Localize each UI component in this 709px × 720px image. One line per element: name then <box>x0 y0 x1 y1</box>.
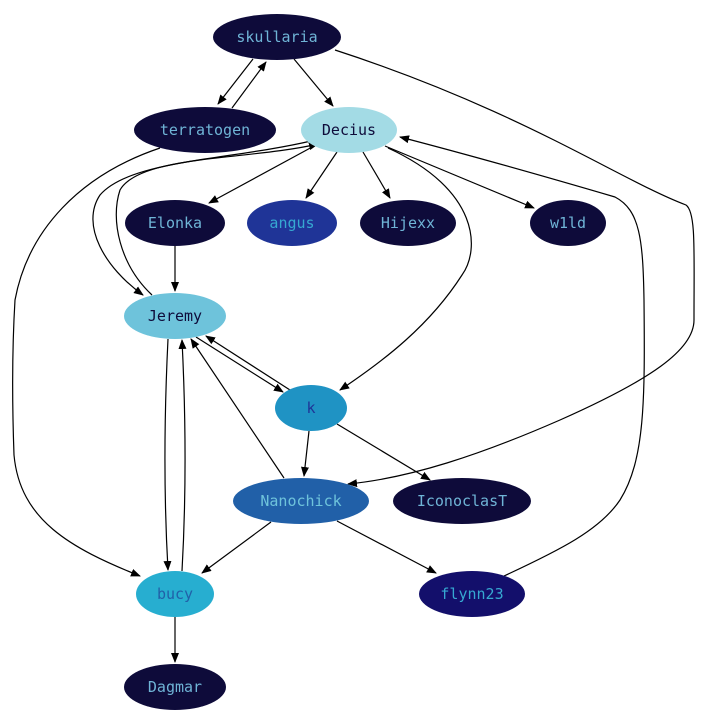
node-label: IconoclasT <box>417 492 507 510</box>
edge-decius-to-hijexx <box>362 151 391 199</box>
node-angus[interactable]: angus <box>247 200 337 246</box>
node-label: skullaria <box>236 28 317 46</box>
node-elonka[interactable]: Elonka <box>125 200 225 246</box>
edge-decius-to-w1ld <box>384 145 535 209</box>
node-shape <box>125 200 225 246</box>
node-terratogen[interactable]: terratogen <box>134 107 276 153</box>
node-shape <box>530 200 606 246</box>
edge-nanochick-to-bucy <box>201 521 272 574</box>
node-decius[interactable]: Decius <box>301 107 397 153</box>
node-label: Dagmar <box>148 678 202 696</box>
node-iconoclast[interactable]: IconoclasT <box>393 478 531 524</box>
edge-jeremy-to-bucy <box>163 338 172 571</box>
edge-jeremy-to-decius <box>115 142 319 296</box>
node-flynn23[interactable]: flynn23 <box>419 571 525 617</box>
node-shape <box>419 571 525 617</box>
edge-decius-to-angus <box>305 151 338 199</box>
edge-skullaria-to-terratogen <box>217 58 254 105</box>
node-label: Decius <box>322 121 376 139</box>
node-label: Elonka <box>148 214 202 232</box>
node-label: Nanochick <box>260 492 341 510</box>
edge-k-to-iconoclast <box>336 423 431 481</box>
node-shape <box>360 200 456 246</box>
node-jeremy[interactable]: Jeremy <box>124 293 226 339</box>
node-label: flynn23 <box>440 585 503 603</box>
node-shape <box>134 107 276 153</box>
edge-k-to-nanochick <box>301 430 310 477</box>
node-shape <box>301 107 397 153</box>
node-shape <box>275 385 347 431</box>
node-shape <box>247 200 337 246</box>
node-bucy[interactable]: bucy <box>136 571 214 617</box>
node-label: terratogen <box>160 121 250 139</box>
node-label: Jeremy <box>148 307 202 325</box>
edge-nanochick-to-flynn23 <box>336 520 437 574</box>
edge-bucy-to-jeremy <box>178 339 187 572</box>
edge-flynn23-to-decius <box>399 135 645 577</box>
node-label: angus <box>269 214 314 232</box>
node-k[interactable]: k <box>275 385 347 431</box>
node-w1ld[interactable]: w1ld <box>530 200 606 246</box>
node-skullaria[interactable]: skullaria <box>213 14 341 60</box>
edge-terratogen-to-skullaria <box>231 61 267 109</box>
edge-skullaria-to-nanochick <box>334 49 695 488</box>
node-shape <box>124 293 226 339</box>
edge-jeremy-to-k <box>195 336 284 393</box>
node-label: bucy <box>157 585 193 603</box>
node-shape <box>233 478 369 524</box>
edges-layer <box>12 49 695 663</box>
node-hijexx[interactable]: Hijexx <box>360 200 456 246</box>
node-shape <box>213 14 341 60</box>
edge-nanochick-to-jeremy <box>190 338 285 479</box>
node-label: w1ld <box>550 214 586 232</box>
node-nanochick[interactable]: Nanochick <box>233 478 369 524</box>
edge-terratogen-to-bucy <box>12 147 161 577</box>
edge-skullaria-to-decius <box>293 58 334 107</box>
node-label: k <box>306 399 315 417</box>
edge-decius-to-k <box>339 147 472 391</box>
edge-decius-to-jeremy <box>92 140 312 296</box>
node-shape <box>136 571 214 617</box>
edge-k-to-jeremy <box>205 335 291 391</box>
node-shape <box>124 664 226 710</box>
node-dagmar[interactable]: Dagmar <box>124 664 226 710</box>
node-shape <box>393 478 531 524</box>
edge-decius-to-elonka <box>208 145 315 204</box>
node-label: Hijexx <box>381 214 435 232</box>
